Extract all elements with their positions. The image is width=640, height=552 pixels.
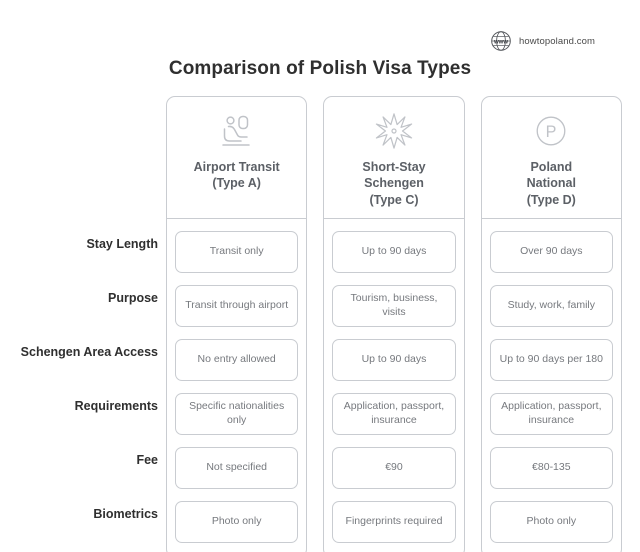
cell-schengen-area-access: Up to 90 days [332,339,456,381]
cell-stay-length: Transit only [175,231,299,273]
visa-column-header-airport-transit: Airport Transit (Type A) [167,97,307,219]
cell-stay-length: Up to 90 days [332,231,456,273]
visa-column-title-short-stay-schengen: Short-Stay Schengen (Type C) [356,159,431,208]
visa-title-line-2: Schengen [364,176,424,191]
page-title: Comparison of Polish Visa Types [168,58,472,79]
cell-purpose: Transit through airport [175,285,299,327]
visa-column-body-short-stay-schengen: Up to 90 days Tourism, business, visits … [324,219,463,552]
row-label-fee: Fee [136,453,158,468]
visa-title-line-3: (Type C) [369,192,419,207]
globe-www-icon: www [490,30,512,52]
visa-column-title-poland-national: Poland National (Type D) [521,159,582,208]
row-label-column: Stay Length Purpose Schengen Area Access… [18,96,166,542]
brand-logo: www howtopoland.com [490,30,595,52]
visa-column-header-poland-national: P Poland National (Type D) [481,97,621,219]
brand-name: howtopoland.com [519,35,595,47]
circled-p-icon: P [530,111,572,151]
cell-purpose: Tourism, business, visits [332,285,456,327]
cell-schengen-area-access: No entry allowed [175,339,299,381]
visa-column-airport-transit: Airport Transit (Type A) Transit only Tr… [166,96,308,552]
visa-type-columns: Airport Transit (Type A) Transit only Tr… [166,96,622,552]
visa-column-body-poland-national: Over 90 days Study, work, family Up to 9… [482,219,621,552]
visa-column-poland-national: P Poland National (Type D) Over 90 days … [480,96,622,552]
cell-requirements: Application, passport, insurance [332,393,456,435]
row-label-schengen-area-access: Schengen Area Access [20,345,158,360]
visa-column-short-stay-schengen: Short-Stay Schengen (Type C) Up to 90 da… [323,96,465,552]
visa-title-line-1: Airport Transit [193,160,280,174]
row-label-purpose: Purpose [107,291,158,306]
cell-stay-length: Over 90 days [489,231,613,273]
eight-pointed-star-icon [373,111,415,151]
airplane-seat-passenger-icon [216,111,258,151]
visa-title-line-2: (Type A) [212,176,261,191]
cell-schengen-area-access: Up to 90 days per 180 [489,339,613,381]
cell-fee: €80-135 [489,447,613,489]
visa-title-line-1: Short-Stay [362,160,426,174]
visa-column-title-airport-transit: Airport Transit (Type A) [188,159,286,192]
cell-fee: Not specified [175,447,299,489]
svg-text:P: P [546,123,557,141]
svg-text:www: www [493,40,508,46]
cell-biometrics: Photo only [175,501,299,543]
visa-title-line-2: National [526,176,576,191]
cell-purpose: Study, work, family [489,285,613,327]
row-label-biometrics: Biometrics [93,507,158,522]
visa-column-body-airport-transit: Transit only Transit through airport No … [167,219,306,552]
row-label-header-spacer [18,96,166,218]
comparison-table: Stay Length Purpose Schengen Area Access… [18,96,622,552]
visa-title-line-1: Poland [530,160,573,174]
cell-requirements: Specific nationalities only [175,393,299,435]
cell-fee: €90 [332,447,456,489]
cell-biometrics: Photo only [489,501,613,543]
cell-biometrics: Fingerprints required [332,501,456,543]
cell-requirements: Application, passport, insurance [489,393,613,435]
visa-column-header-short-stay-schengen: Short-Stay Schengen (Type C) [324,97,464,219]
visa-title-line-3: (Type D) [526,192,576,207]
row-label-stay-length: Stay Length [86,237,158,252]
row-label-requirements: Requirements [74,399,158,414]
